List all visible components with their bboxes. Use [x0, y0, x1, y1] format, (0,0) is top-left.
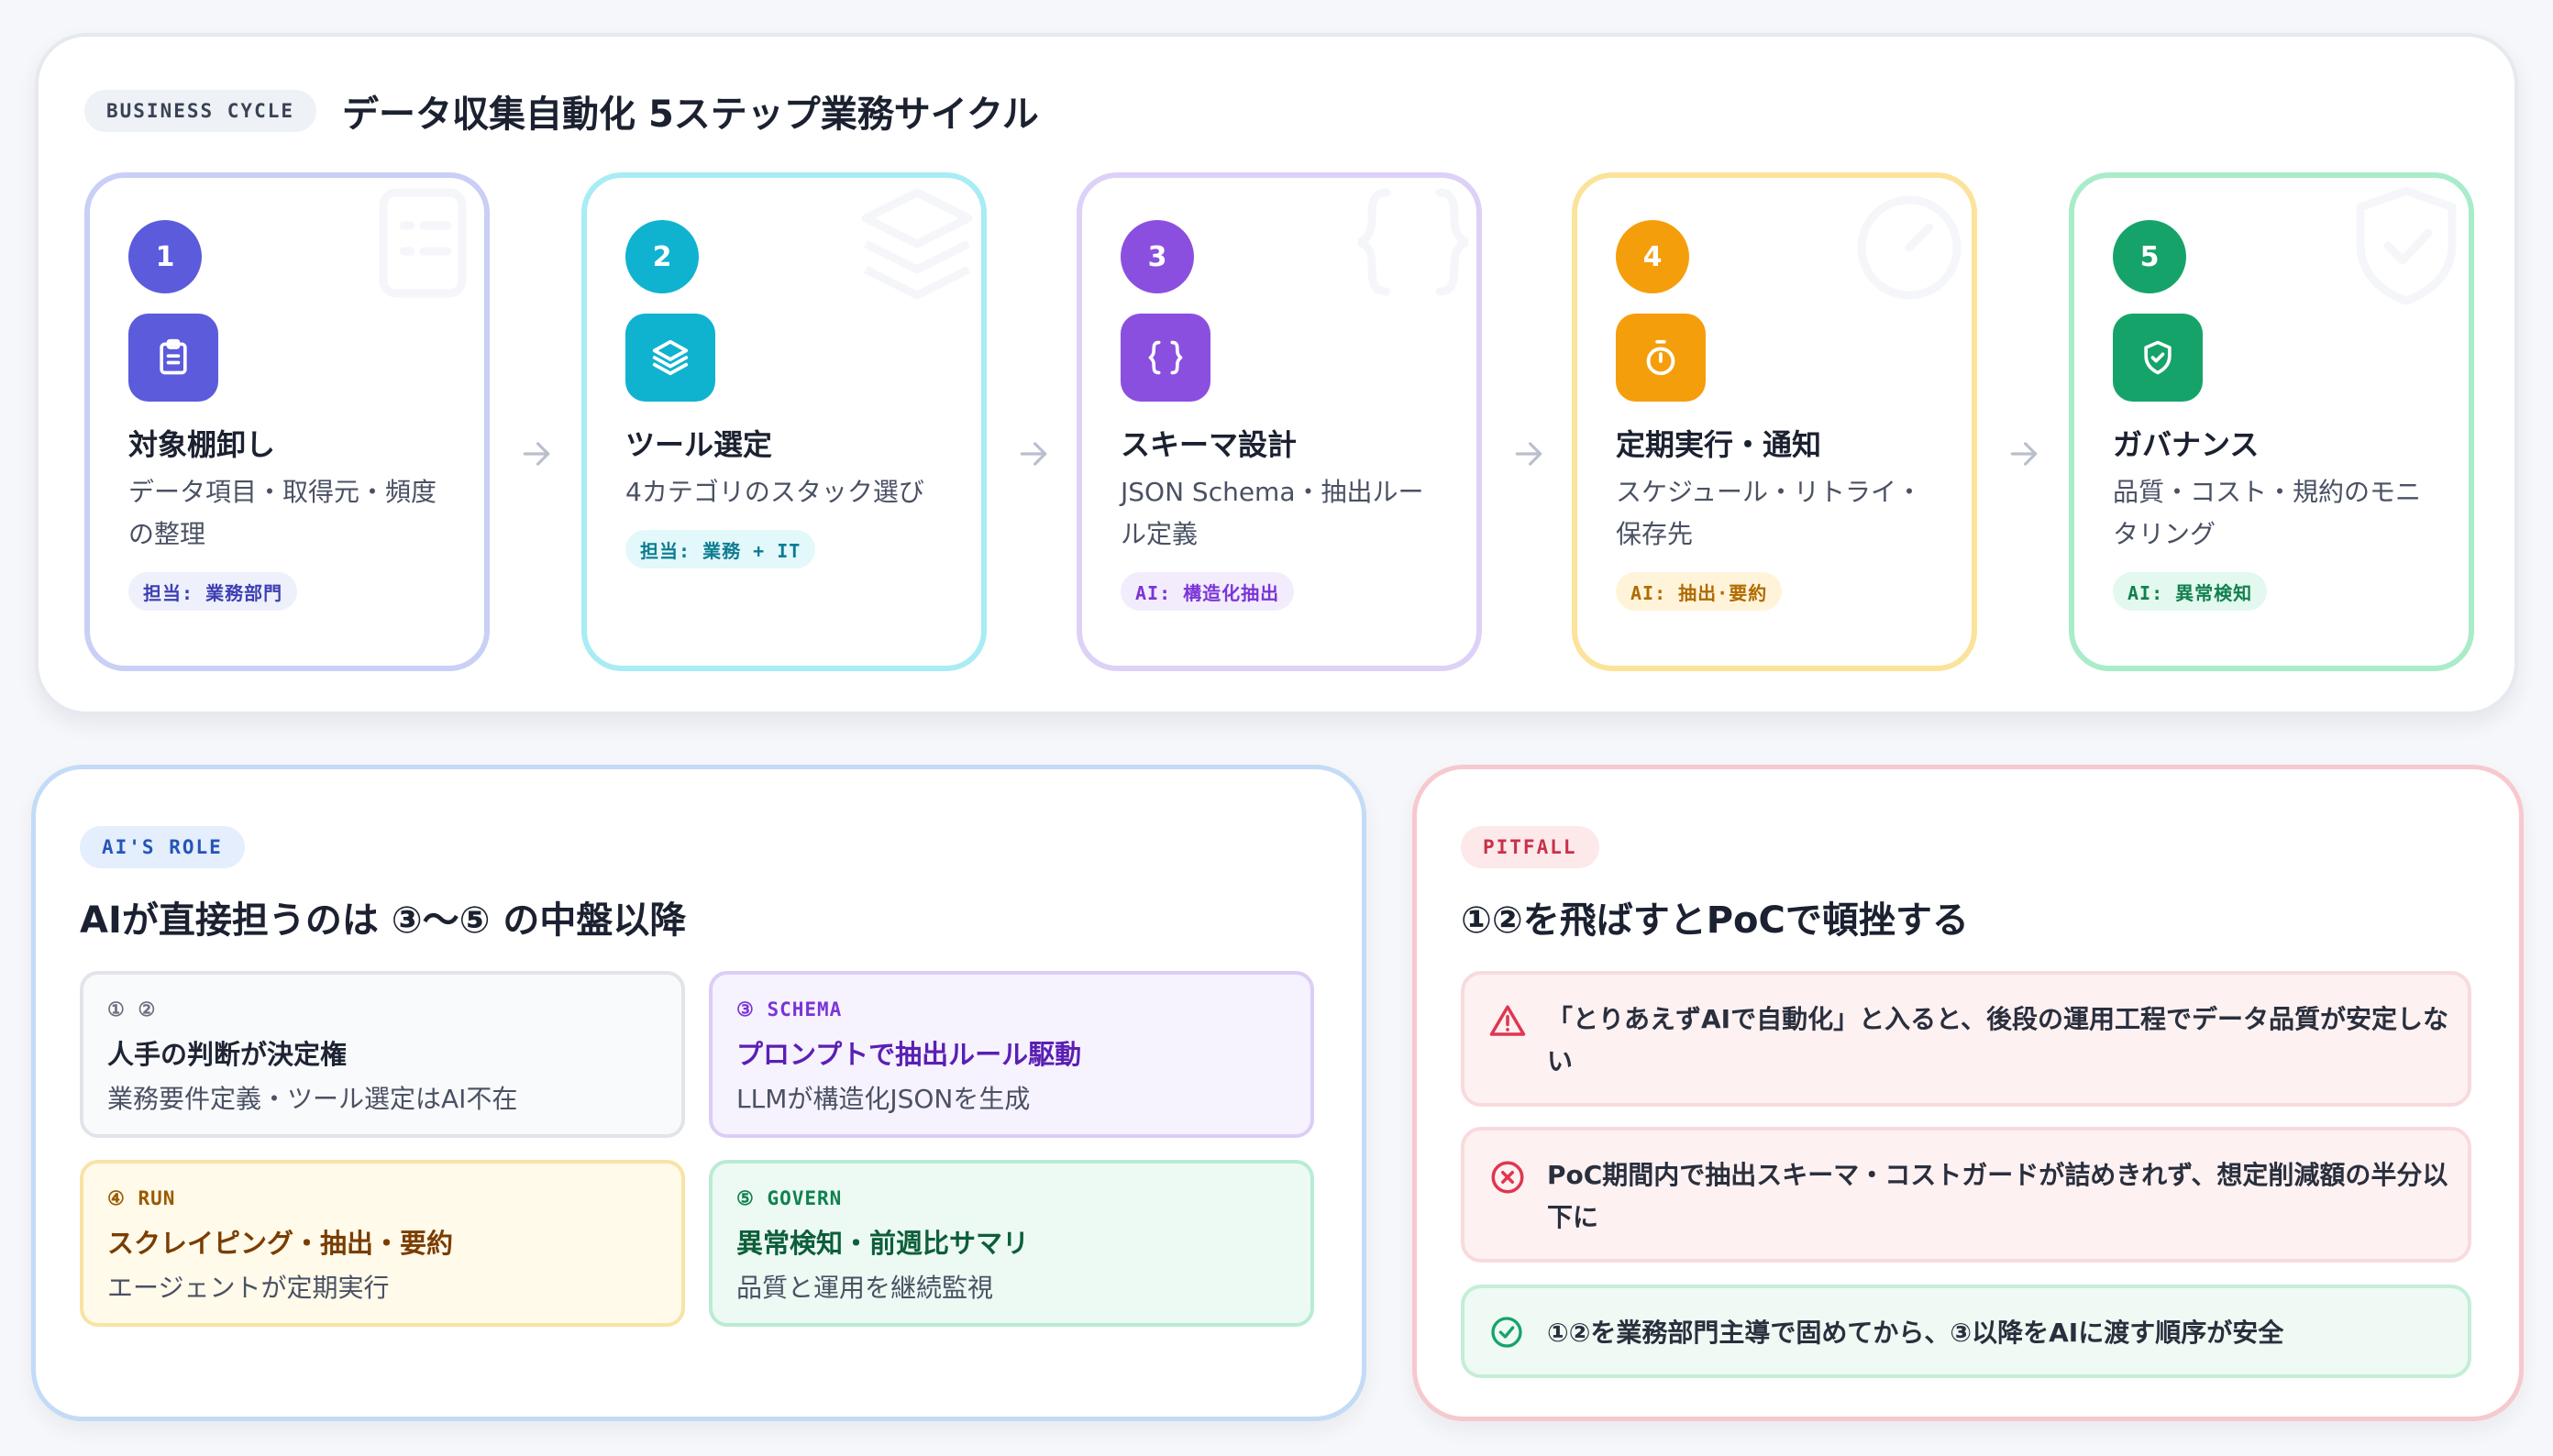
pitfall-solution-text: ①②を業務部門主導で固めてから、③以降をAIに渡す順序が安全 [1547, 1318, 2284, 1348]
role-card-run: ④ RUN スクレイピング・抽出・要約 エージェントが定期実行 [80, 1160, 685, 1327]
pitfall-item: 「とりあえずAIで自動化」と入ると、後段の運用工程でデータ品質が安定しない [1461, 971, 2471, 1107]
pitfall-solution: ①②を業務部門主導で固めてから、③以降をAIに渡す順序が安全 [1461, 1285, 2471, 1378]
arrow-right-icon [2010, 442, 2038, 466]
role-card-title: 異常検知・前週比サマリ [736, 1228, 1030, 1259]
x-circle-icon [1491, 1161, 1524, 1194]
role-card-subtitle: LLMが構造化JSONを生成 [736, 1084, 1031, 1114]
ai-role-panel: AI'S ROLE AIが直接担うのは ③〜⑤ の中盤以降 ① ② 人手の判断が… [31, 765, 1366, 1421]
step-description: データ項目・取得元・頻度の整理 [128, 477, 437, 549]
business-cycle-eyebrow: BUSINESS CYCLE [84, 90, 317, 132]
step-title: 定期実行・通知 [1616, 427, 1822, 462]
step-number-badge: 5 [2113, 220, 2186, 293]
step-card-4: 4 定期実行・通知 スケジュール・リトライ・保存先 AI: 抽出·要約 [1572, 172, 1977, 671]
step-title: ガバナンス [2113, 427, 2260, 462]
arrow-right-icon [523, 442, 550, 466]
step-description: JSON Schema・抽出ルール定義 [1121, 477, 1424, 549]
step-tag: AI: 抽出·要約 [1616, 572, 1783, 611]
role-card-title: スクレイピング・抽出・要約 [107, 1228, 454, 1259]
step-number-badge: 2 [625, 220, 699, 293]
ai-role-eyebrow: AI'S ROLE [80, 826, 245, 868]
step-tag: AI: 構造化抽出 [1121, 572, 1295, 611]
step-number-badge: 1 [128, 220, 202, 293]
pitfall-item-text: 「とりあえずAIで自動化」と入ると、後段の運用工程でデータ品質が安定しない [1547, 1004, 2448, 1076]
role-card-label: ④ RUN [107, 1187, 176, 1209]
layers-icon [625, 314, 715, 402]
step-tag: AI: 異常検知 [2113, 572, 2268, 611]
step-tag: 担当: 業務部門 [128, 572, 298, 611]
step-number-badge: 3 [1121, 220, 1194, 293]
role-card-schema: ③ SCHEMA プロンプトで抽出ルール駆動 LLMが構造化JSONを生成 [709, 971, 1314, 1138]
step-card-5: 5 ガバナンス 品質・コスト・規約のモニタリング AI: 異常検知 [2069, 172, 2474, 671]
pitfall-eyebrow: PITFALL [1461, 826, 1599, 868]
warning-icon [1489, 1005, 1526, 1036]
step-number-badge: 4 [1616, 220, 1689, 293]
role-card-govern: ⑤ GOVERN 異常検知・前週比サマリ 品質と運用を継続監視 [709, 1160, 1314, 1327]
role-card-label: ① ② [107, 998, 157, 1020]
step-card-1: 1 対象棚卸し データ項目・取得元・頻度の整理 担当: 業務部門 [84, 172, 490, 671]
step-card-2: 2 ツール選定 4カテゴリのスタック選び 担当: 業務 + IT [581, 172, 987, 671]
step-title: スキーマ設計 [1121, 427, 1298, 462]
braces-icon [1121, 314, 1210, 402]
role-card-subtitle: 業務要件定義・ツール選定はAI不在 [107, 1084, 518, 1114]
pitfall-item-text: PoC期間内で抽出スキーマ・コストガードが詰めきれず、想定削減額の半分以下に [1547, 1160, 2448, 1232]
role-card-label: ⑤ GOVERN [736, 1187, 843, 1209]
step-title: 対象棚卸し [128, 427, 276, 462]
role-card-title: 人手の判断が決定権 [107, 1039, 348, 1070]
step-description: 4カテゴリのスタック選び [625, 477, 924, 507]
clipboard-icon [128, 314, 218, 402]
check-circle-icon [1491, 1317, 1522, 1348]
pitfall-panel: PITFALL ①②を飛ばすとPoCで頓挫する 「とりあえずAIで自動化」と入る… [1412, 765, 2524, 1421]
ai-role-title: AIが直接担うのは ③〜⑤ の中盤以降 [80, 899, 687, 942]
arrow-right-icon [1515, 442, 1542, 466]
arrow-right-icon [1020, 442, 1047, 466]
step-card-3: 3 スキーマ設計 JSON Schema・抽出ルール定義 AI: 構造化抽出 [1077, 172, 1482, 671]
role-card-title: プロンプトで抽出ルール駆動 [736, 1039, 1082, 1070]
business-cycle-header: BUSINESS CYCLE データ収集自動化 5ステップ業務サイクル [84, 84, 1039, 138]
braces-watermark-icon [1357, 188, 1469, 296]
pitfall-item: PoC期間内で抽出スキーマ・コストガードが詰めきれず、想定削減額の半分以下に [1461, 1127, 2471, 1263]
clipboard-watermark-icon [379, 188, 467, 298]
role-card-subtitle: エージェントが定期実行 [107, 1273, 390, 1303]
shield-check-icon [2113, 314, 2203, 402]
step-tag: 担当: 業務 + IT [625, 530, 816, 568]
business-cycle-panel: BUSINESS CYCLE データ収集自動化 5ステップ業務サイクル 1 対象… [35, 33, 2518, 715]
layers-watermark-icon [861, 188, 973, 300]
stopwatch-watermark-icon [1857, 195, 1962, 300]
role-card-manual: ① ② 人手の判断が決定権 業務要件定義・ツール選定はAI不在 [80, 971, 685, 1138]
role-card-label: ③ SCHEMA [736, 998, 843, 1020]
role-card-subtitle: 品質と運用を継続監視 [736, 1273, 994, 1303]
stopwatch-icon [1616, 314, 1706, 402]
step-title: ツール選定 [625, 427, 773, 462]
shield-watermark-icon [2356, 186, 2457, 305]
step-description: スケジュール・リトライ・保存先 [1616, 477, 1923, 549]
page-title: データ収集自動化 5ステップ業務サイクル [342, 94, 1039, 136]
pitfall-title: ①②を飛ばすとPoCで頓挫する [1461, 899, 1969, 942]
step-description: 品質・コスト・規約のモニタリング [2113, 477, 2422, 549]
